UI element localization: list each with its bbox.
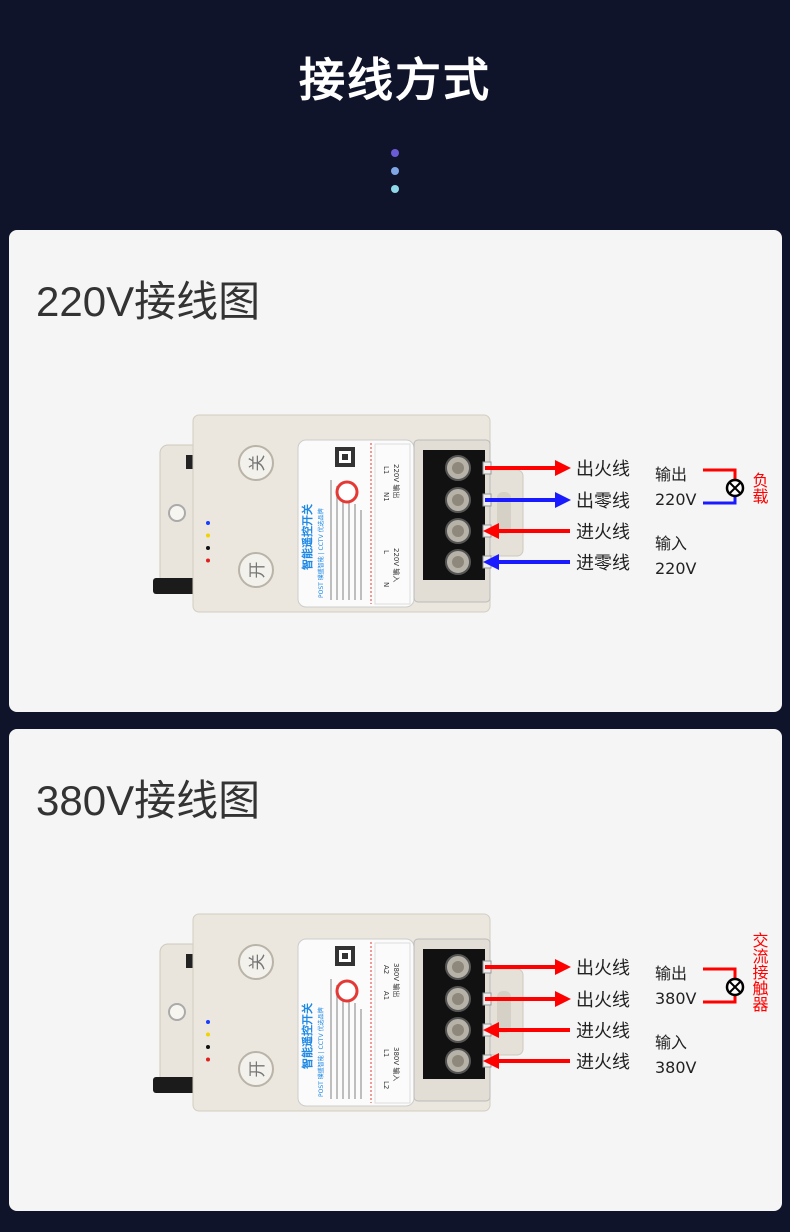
arrow-head-left <box>483 523 499 539</box>
off-button-label: 关 <box>248 954 268 971</box>
mounting-hole <box>168 1003 186 1021</box>
terminal-screw-head <box>452 525 464 537</box>
input-label: 输入 <box>655 534 687 553</box>
load-line-bottom <box>703 995 737 1004</box>
decor-dot <box>391 149 399 157</box>
out-terminal-label: N1 <box>382 492 390 502</box>
terminal-legend-box <box>374 942 411 1104</box>
wire-label: 进火线 <box>576 1021 630 1042</box>
terminal-screw-head <box>452 556 464 568</box>
off-button[interactable] <box>238 944 274 980</box>
arrow-head-right <box>555 991 571 1007</box>
brand-subtitle: POST 璞盛智能 | CCTV 优选品牌 <box>317 508 325 598</box>
output-voltage: 380V <box>655 989 697 1008</box>
out-terminal-label: L1 <box>382 466 390 474</box>
indicator-led <box>206 521 210 525</box>
brand-text: 智能遥控开关 <box>300 504 314 570</box>
on-button-label: 开 <box>248 1061 268 1078</box>
wire-label: 出火线 <box>576 459 630 480</box>
qr-dot <box>342 454 348 460</box>
off-button[interactable] <box>238 445 274 481</box>
wire-label: 进零线 <box>576 553 630 574</box>
output-label: 输出 <box>655 964 687 983</box>
in-terminal-label: L2 <box>382 1081 390 1089</box>
indicator-led <box>206 533 210 538</box>
load-label: 交流接触器 <box>750 932 769 1012</box>
terminal-screw-head <box>452 1055 464 1067</box>
terminal-screw-head <box>452 462 464 474</box>
indicator-led <box>206 1045 210 1049</box>
out-voltage-text: 220V 输出 <box>392 464 401 498</box>
certification-seal <box>335 979 359 1003</box>
certification-seal <box>335 480 359 504</box>
page-title: 接线方式 <box>299 53 491 107</box>
brand-text: 智能遥控开关 <box>300 1003 314 1069</box>
out-voltage-text: 380V 输出 <box>392 963 401 997</box>
in-voltage-text: 220V 输入 <box>392 548 401 582</box>
card-title: 220V接线图 <box>36 278 261 325</box>
load-line-bottom <box>703 496 737 505</box>
terminal-legend-box <box>374 443 411 605</box>
ear-slot <box>497 492 511 534</box>
power-cable <box>153 1077 197 1093</box>
load-symbol-cross <box>728 980 742 994</box>
wire-label: 出火线 <box>576 958 630 979</box>
qr-dot <box>342 953 348 959</box>
in-voltage-text: 380V 输入 <box>392 1047 401 1081</box>
mounting-hole <box>168 504 186 522</box>
load-line-top <box>703 967 737 979</box>
ear-slot <box>497 991 511 1033</box>
power-cable <box>153 578 197 594</box>
indicator-led <box>206 1020 210 1024</box>
input-voltage: 380V <box>655 1058 697 1077</box>
indicator-led <box>206 546 210 550</box>
wire-label: 进火线 <box>576 522 630 543</box>
indicator-led <box>206 1032 210 1037</box>
cable-clip <box>186 455 194 469</box>
load-symbol-cross <box>728 481 742 495</box>
terminal-screw-head <box>452 993 464 1005</box>
indicator-led <box>206 558 210 563</box>
decor-dot <box>391 167 399 175</box>
indicator-led <box>206 1057 210 1062</box>
brand-subtitle: POST 璞盛智能 | CCTV 优选品牌 <box>317 1007 325 1097</box>
arrow-head-right <box>555 460 571 476</box>
input-label: 输入 <box>655 1033 687 1052</box>
terminal-screw-head <box>452 961 464 973</box>
output-label: 输出 <box>655 465 687 484</box>
decor-dot <box>391 185 399 193</box>
arrow-head-right <box>555 492 571 508</box>
off-button-label: 关 <box>248 455 268 472</box>
on-button[interactable] <box>238 1051 274 1087</box>
wire-label: 进火线 <box>576 1052 630 1073</box>
card-title: 380V接线图 <box>36 777 261 824</box>
wire-label: 出火线 <box>576 990 630 1011</box>
cable-clip <box>186 954 194 968</box>
terminal-screw-head <box>452 494 464 506</box>
load-label: 负载 <box>750 472 769 505</box>
load-line-top <box>703 468 737 480</box>
arrow-head-left <box>483 1053 499 1069</box>
arrow-head-left <box>483 1022 499 1038</box>
out-terminal-label: A1 <box>382 991 390 1000</box>
in-terminal-label: N <box>382 582 390 587</box>
out-terminal-label: A2 <box>382 965 390 974</box>
arrow-head-right <box>555 959 571 975</box>
output-voltage: 220V <box>655 490 697 509</box>
arrow-head-left <box>483 554 499 570</box>
wire-label: 出零线 <box>576 491 630 512</box>
in-terminal-label: L1 <box>382 1049 390 1057</box>
terminal-screw-head <box>452 1024 464 1036</box>
in-terminal-label: L <box>382 550 390 554</box>
input-voltage: 220V <box>655 559 697 578</box>
on-button-label: 开 <box>248 562 268 579</box>
on-button[interactable] <box>238 552 274 588</box>
